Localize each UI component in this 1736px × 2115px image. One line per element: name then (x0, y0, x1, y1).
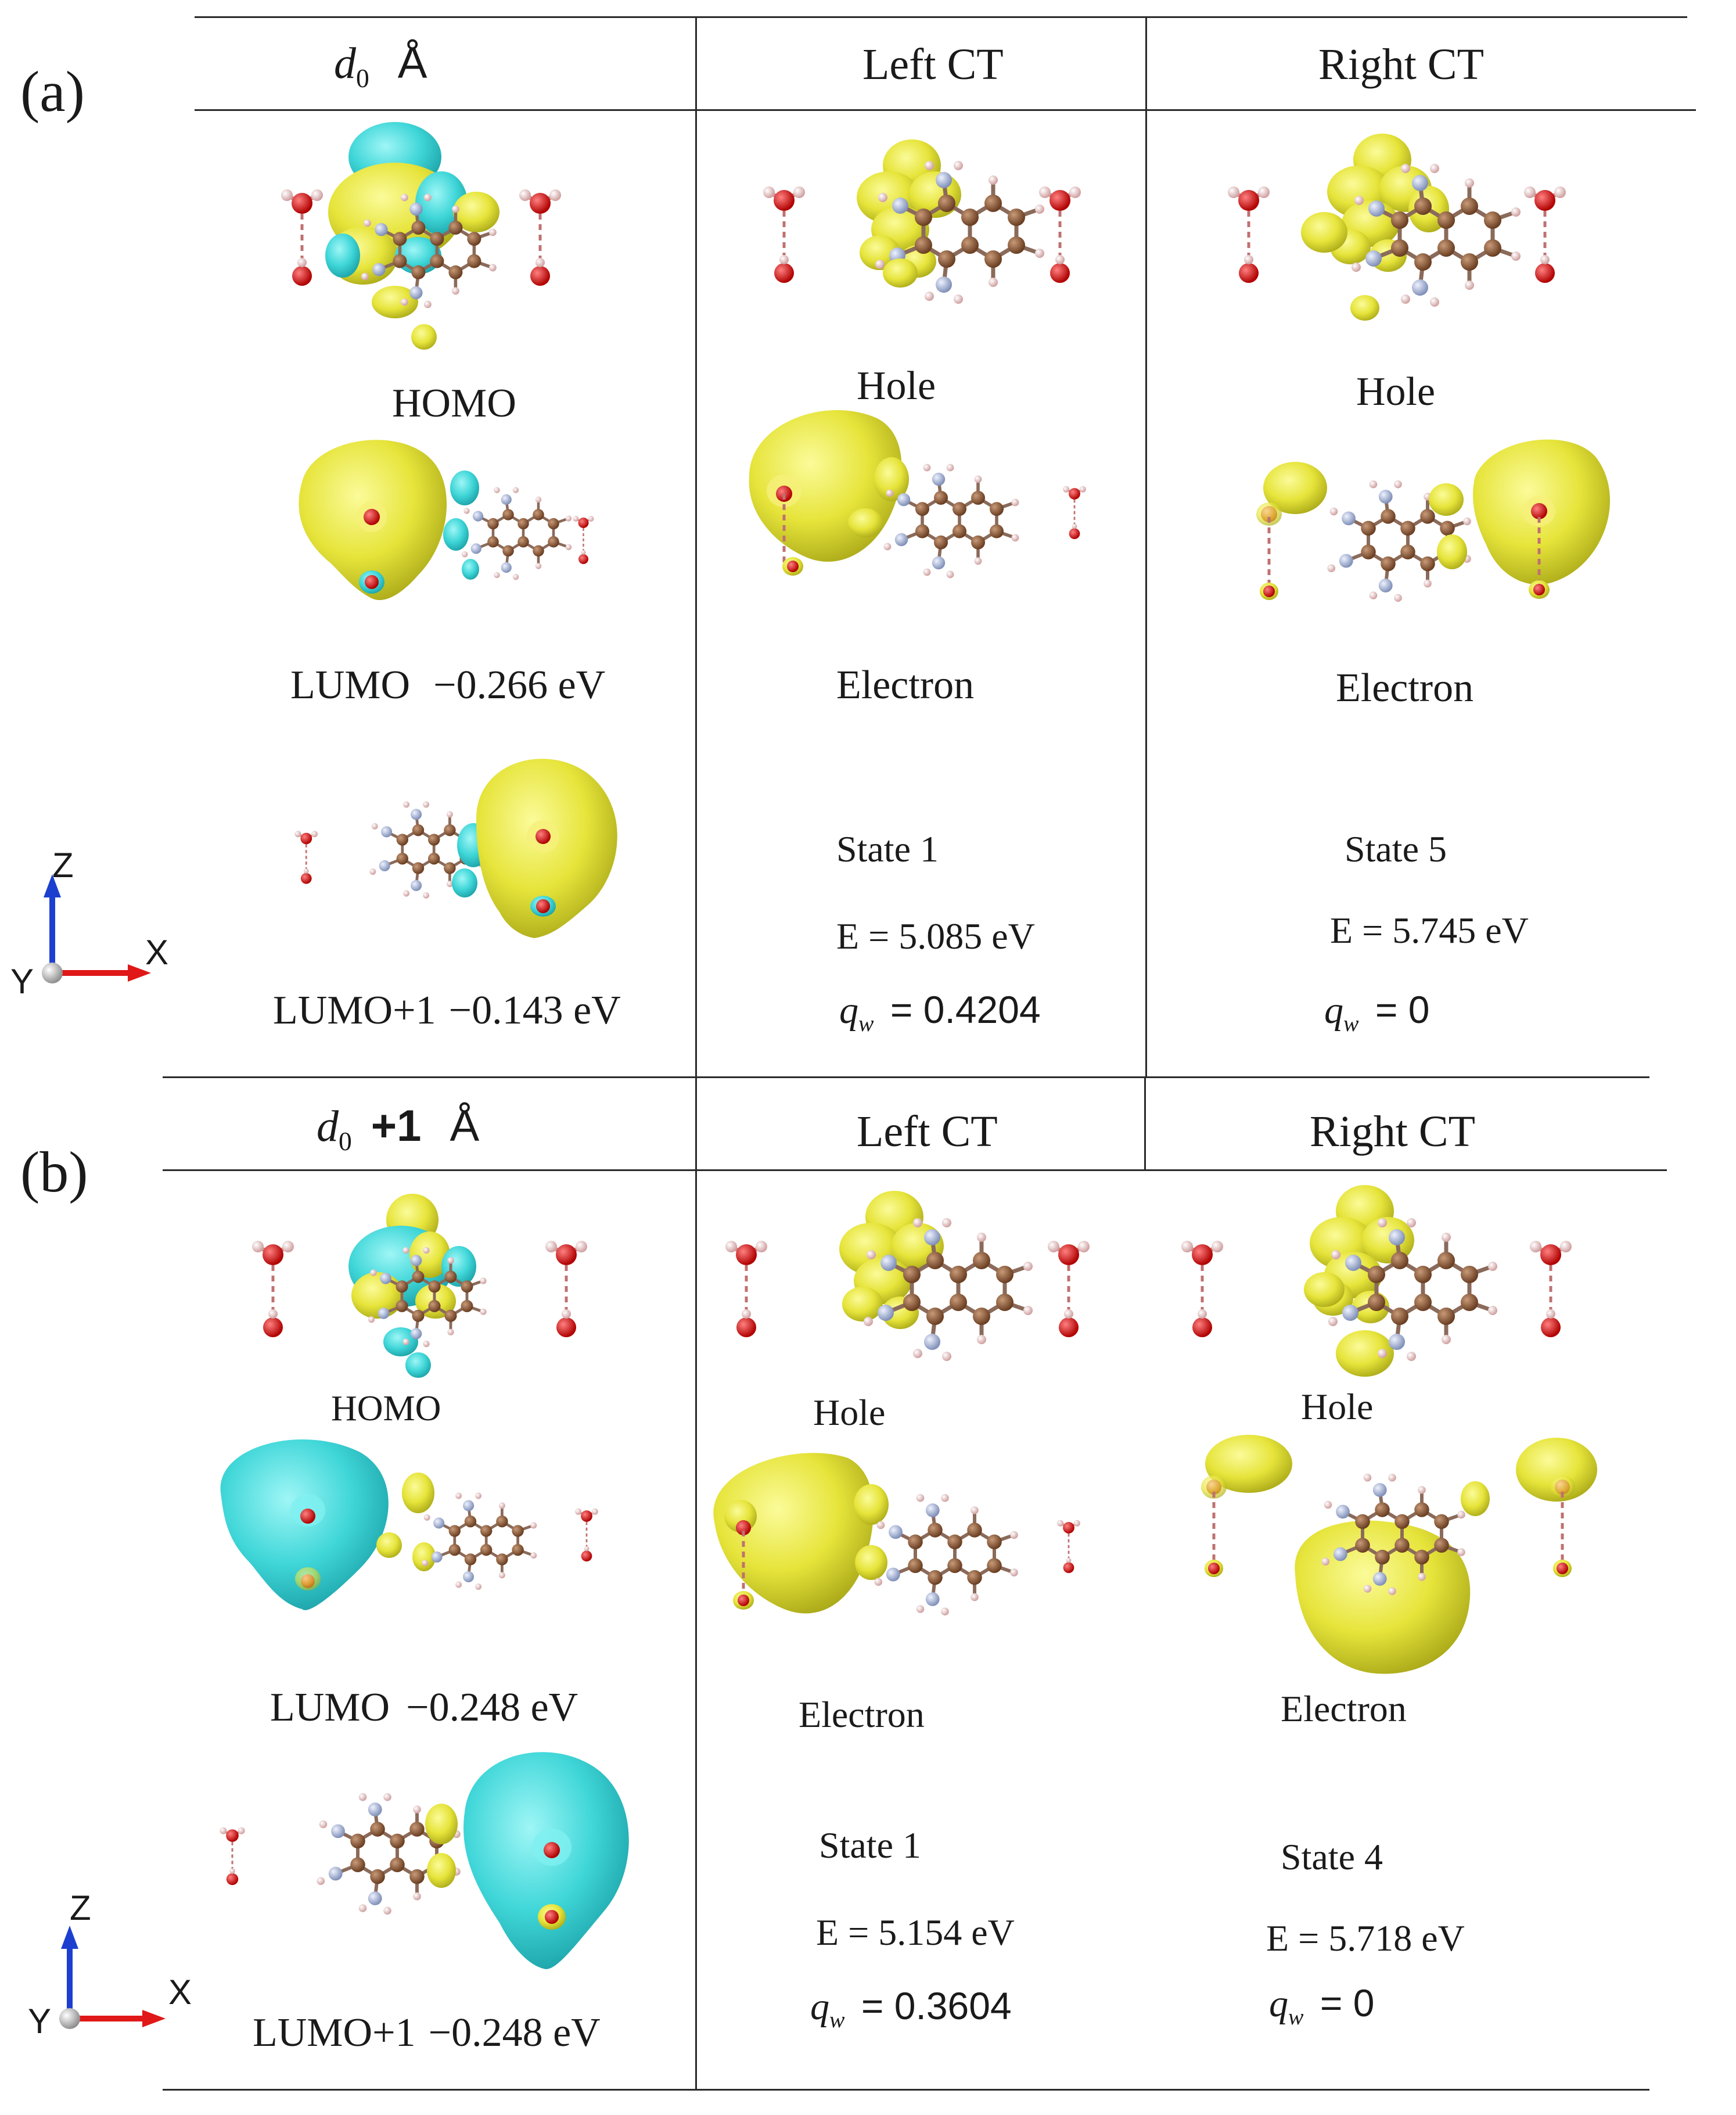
left-state-a: State 1 (836, 828, 939, 870)
left-ct-hole-a (749, 139, 1098, 325)
axis-indicator-a (42, 874, 151, 983)
top-rule-a (195, 16, 1687, 18)
lumo-b-figure (220, 1439, 599, 1610)
right-ct-electron-b (1201, 1435, 1597, 1674)
header-right-ct-b: Right CT (1310, 1107, 1476, 1156)
left-energy-a: E = 5.085 eV (836, 915, 1035, 957)
left-electron-label-a: Electron (836, 663, 975, 708)
lumo-a-figure (299, 440, 595, 601)
right-state-b: State 4 (1281, 1836, 1383, 1877)
left-state-b: State 1 (819, 1825, 921, 1866)
right-ct-hole-b (1167, 1185, 1609, 1377)
left-ct-electron-b (713, 1453, 1081, 1667)
lumo1-label-a: LUMO+1−0.143 eV (273, 988, 621, 1033)
homo-a-figure (261, 122, 587, 350)
lumo-label-b: LUMO−0.248 eV (270, 1685, 578, 1730)
left-ct-electron-a (749, 410, 1087, 633)
left-qw-b: qw = 0.3604 (810, 1984, 1012, 2033)
axis-x-label-b: X (168, 1973, 192, 2012)
panel-label-b: (b) (20, 1140, 88, 1204)
col-divider-2-b (1144, 1076, 1146, 1169)
right-qw-b: qw = 0 (1269, 1981, 1375, 2030)
lumo1-b-figure (197, 1752, 629, 1969)
left-hole-label-b: Hole (813, 1392, 886, 1433)
axis-z-label-b: Z (70, 1888, 91, 1927)
homo-label-b: HOMO (331, 1389, 441, 1428)
left-ct-hole-b (714, 1191, 1121, 1383)
homo-label-a: HOMO (392, 381, 516, 426)
right-electron-label-a: Electron (1336, 666, 1474, 710)
col-divider-2-a (1145, 16, 1147, 1076)
axis-y-label-b: Y (28, 2002, 52, 2041)
col-divider-1 (695, 16, 697, 2089)
lumo1-a-figure (293, 759, 617, 938)
right-ct-electron-a (1256, 439, 1611, 651)
lumo1-label-b: LUMO+1−0.248 eV (253, 2010, 601, 2055)
axis-y-label-a: Y (10, 962, 34, 1001)
panel-label-a: (a) (20, 59, 85, 124)
header-distance-b: d0 +1 Å (317, 1101, 480, 1157)
header-distance-a: d0 Å (334, 38, 427, 94)
right-ct-hole-a (1208, 134, 1580, 321)
right-energy-a: E = 5.745 eV (1330, 910, 1529, 951)
lumo-label-a: LUMO−0.266 eV (290, 663, 606, 708)
bottom-rule (163, 2089, 1649, 2091)
header-right-ct-a: Right CT (1318, 40, 1485, 89)
axis-x-label-a: X (145, 933, 169, 972)
left-energy-b: E = 5.154 eV (816, 1912, 1015, 1953)
axis-indicator-b (59, 1926, 166, 2029)
homo-b-figure (244, 1194, 604, 1378)
right-state-a: State 5 (1345, 828, 1447, 870)
axis-z-label-a: Z (52, 846, 74, 885)
header-rule-b (163, 1169, 1667, 1171)
header-left-ct-a: Left CT (862, 40, 1004, 89)
mid-rule (163, 1076, 1649, 1078)
left-qw-a: qw = 0.4204 (839, 988, 1041, 1037)
right-hole-label-a: Hole (1356, 369, 1436, 414)
right-electron-label-b: Electron (1281, 1688, 1407, 1729)
right-qw-a: qw = 0 (1324, 988, 1430, 1037)
left-electron-label-b: Electron (799, 1694, 925, 1735)
header-left-ct-b: Left CT (857, 1107, 998, 1156)
right-hole-label-b: Hole (1301, 1386, 1374, 1427)
right-energy-b: E = 5.718 eV (1266, 1917, 1465, 1959)
left-hole-label-a: Hole (857, 364, 936, 408)
header-rule-a (195, 109, 1696, 111)
